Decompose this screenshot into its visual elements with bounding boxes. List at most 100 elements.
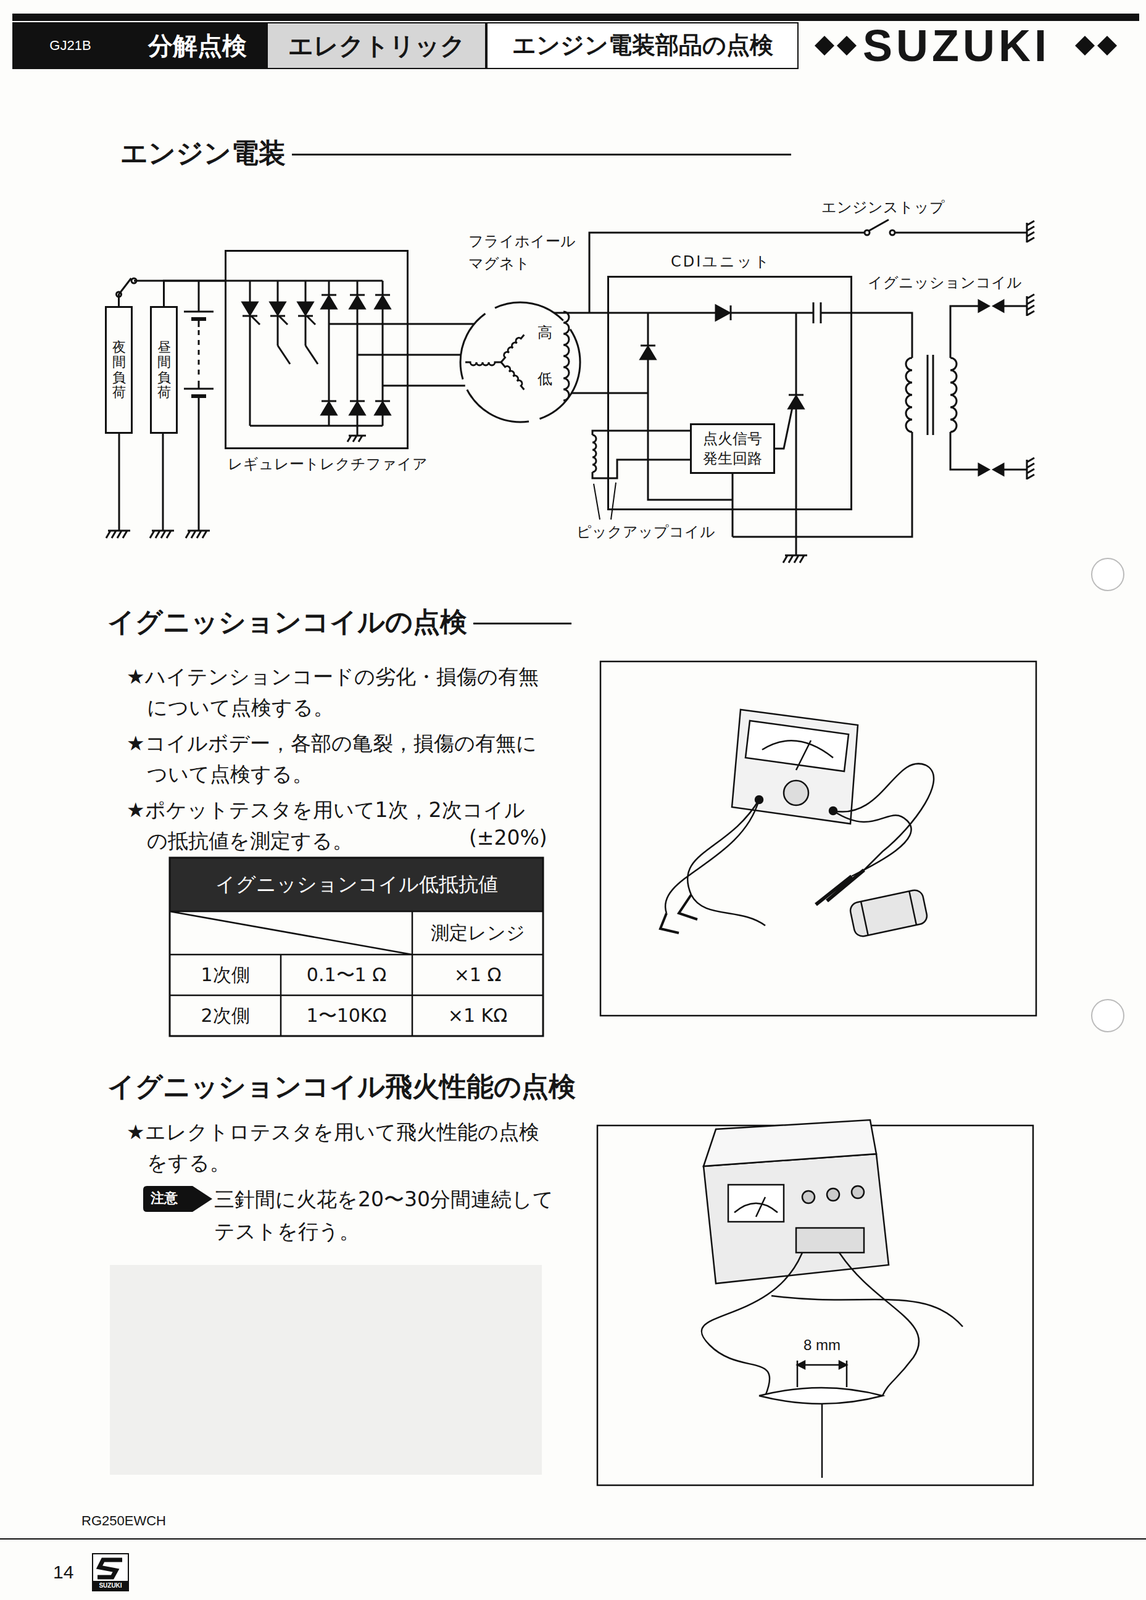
regulator-circuit-part [306,315,316,325]
circuit-wiring-part [185,530,210,539]
cdi-circuit-part [715,305,730,321]
battery-symbol-part [183,280,214,531]
punch-holes [1091,558,1124,1032]
spark-tester-illustration-part [826,1188,840,1201]
regulator-circuit-part [349,400,365,403]
part-label: イグニッションコイル [867,274,1022,292]
section-heading: エンジン電装 [120,137,286,170]
node-text: レギュレートレクチファイア [227,455,428,474]
node-text: 夜間負荷 [112,340,126,400]
node-text: 分解点検 [148,30,247,61]
regulator-circuit-part [242,315,258,318]
cdi-unit-box: CDIユニット点火信号 発生回路 [607,275,853,511]
header-chapter-cell: エレクトリック [266,22,487,70]
cdi-circuit-part [783,536,808,563]
footer-art-part [92,1553,129,1591]
tester-illustration-part [783,780,809,806]
cdi-circuit-part [788,396,804,409]
regulator-circuit-part [375,296,391,309]
spark-tester-illustration-part [802,1191,815,1204]
footer-art [0,1539,1146,1591]
load-box: 昼間負荷 [149,306,178,434]
regulator-circuit-part [375,400,391,403]
spark-tester-illustration-part [703,1120,877,1167]
faded-photo-area [109,1265,542,1475]
table-cell: 1〜10KΩ [280,995,413,1037]
resistance-table-grid-part [169,857,544,912]
engine-stop-switch-part [589,219,1027,313]
tester-illustration-part [833,810,912,877]
regulator-circuit-part [349,296,365,309]
badge-arrow [143,1186,213,1213]
heading-rule [291,153,792,156]
circuit-wiring-part [106,530,131,539]
spark-tester-illustration-part [839,1361,847,1369]
node-text: 低 [537,370,553,389]
regulator-circuit-part [328,280,383,426]
header-art-part [836,35,857,56]
node-text: 高 [537,323,553,342]
regulator-circuit-part [349,294,365,297]
wire-connector [164,280,226,307]
ignition-coil-symbol-part [978,300,989,312]
node-text: エンジン電装部品の点検 [512,31,774,60]
tester-illustration-part [731,709,858,824]
page-number: 14 [53,1561,74,1584]
node-text: 昼間負荷 [157,340,171,400]
signal-circuit-box: 点火信号 発生回路 [689,423,776,474]
node-text: エレクトリック [288,30,466,61]
circuit-wiring [106,219,1035,563]
circuit-wiring-part [149,530,175,539]
heading-rule [473,622,572,625]
node-text: GJ21B [49,37,91,54]
cdi-circuit-part [607,302,913,358]
tester-illustration-part-part [860,891,917,935]
ignition-coil-symbol [905,294,1035,480]
tester-illustration-part [665,799,760,914]
regulator-box: レギュレートレクチファイア [224,249,409,450]
logo-text: SUZUKI [92,1581,129,1591]
magneto-coils-part-part [498,332,524,363]
part-label: エンジンストップ [821,198,945,217]
tester-illustration-part [600,661,1037,1016]
dimension-label: 8 mm [803,1336,841,1355]
regulator-circuit-part [277,345,318,365]
node-text: 点火信号 発生回路 [694,428,771,470]
ignition-coil-symbol-part [927,354,934,436]
ignition-coil-symbol-part [950,306,1027,470]
ignition-coil-symbol-part [950,357,957,432]
regulator-circuit [224,280,409,442]
section-heading: イグニッションコイルの点検 [107,606,468,639]
bullet-note: ★エレクトロテスタを用いて飛火性能の点検 をする。 [126,1116,592,1179]
resistance-table-grid-part [169,911,544,1037]
magneto-coils-part [501,360,527,391]
cdi-circuit-part [640,344,656,347]
brand-name: SUZUKI [862,23,1051,68]
magneto-coils-part-part [465,362,502,366]
footer-art-part [92,1581,129,1591]
battery-symbol [183,280,214,531]
tester-illustration-part [833,764,934,871]
wire-connector [408,323,474,386]
ignition-coil-symbol-part [1026,294,1035,316]
regulator-circuit-part [298,315,313,318]
magneto-coils-part [465,362,502,366]
pickup-coil-symbol-part [592,435,597,473]
table-cell: ×1 Ω [412,954,544,996]
regulator-circuit-part [347,425,366,442]
resistance-table-grid-part [169,857,544,1037]
engine-stop-switch-part [889,230,895,236]
tester-illustration-part [762,740,834,771]
bullet-note: ★コイルボデー，各部の亀裂，損傷の有無に ついて点検する。 [126,728,592,790]
regulator-circuit-part [224,280,383,426]
regulator-circuit-part [270,302,286,315]
table-header: イグニッションコイル低抵抗値 [169,857,544,912]
table-cell: 測定レンジ [412,911,544,955]
spark-tester-illustration-part [759,1387,883,1404]
engine-stop-switch-part [1026,220,1035,243]
table-cell: 1次側 [169,954,281,996]
header-art-part [1097,35,1117,56]
regulator-circuit-part [375,294,391,297]
footer-art-part [97,1560,123,1578]
